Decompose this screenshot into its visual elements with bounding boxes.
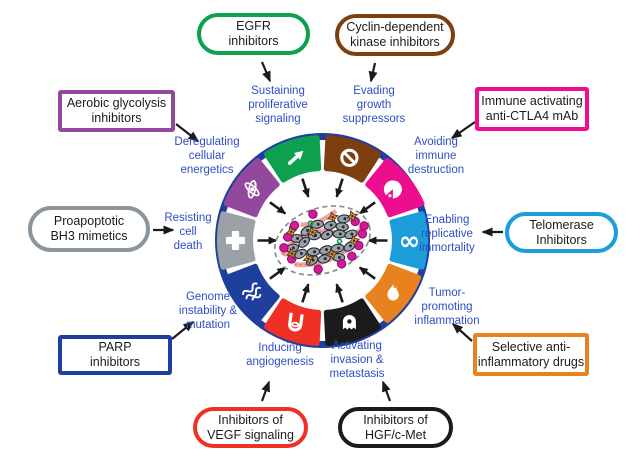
therapy-box-selective-anti-inflammatory-drugs: Selective anti- inflammatory drugs xyxy=(473,333,589,376)
segment-activating-invasion-metastasis xyxy=(323,298,382,346)
hallmark-label-deregulating-cellular-energetics: Deregulating cellular energetics xyxy=(174,136,240,176)
hallmark-label-avoiding-immune-destruction: Avoiding immune destruction xyxy=(407,136,465,176)
segment-inducing-angiogenesis xyxy=(263,298,322,346)
green-cell xyxy=(336,238,343,245)
therapy-box-immune-activating-anti-ctla4-mab: Immune activating anti-CTLA4 mAb xyxy=(475,87,589,131)
therapy-box-parp-inhibitors: PARP inhibitors xyxy=(58,335,172,375)
arrow-egfr-to-sustaining xyxy=(260,61,272,83)
immune-cell-icon xyxy=(383,180,402,199)
therapy-label: Proapoptotic BH3 mimetics xyxy=(50,214,128,243)
arrow-hgf-to-activating xyxy=(381,380,392,402)
therapy-box-telomerase-inhibitors: Telomerase Inhibitors xyxy=(505,212,618,253)
prohibition-icon xyxy=(340,148,359,167)
hallmark-label-activating-invasion-metastasis: Activating invasion & metastasis xyxy=(329,340,385,380)
hallmark-label-tumor-promoting-inflammation: Tumor- promoting inflammation xyxy=(414,287,480,327)
flame-icon xyxy=(387,284,399,301)
segment-deregulating-cellular-energetics xyxy=(223,158,280,218)
hallmark-label-evading-growth-suppressors: Evading growth suppressors xyxy=(342,85,406,125)
tumor-illustration xyxy=(273,205,372,276)
therapy-label: Immune activating anti-CTLA4 mAb xyxy=(481,94,583,123)
therapy-label: Inhibitors of HGF/c-Met xyxy=(363,412,428,442)
inward-arrows xyxy=(257,178,388,303)
hallmark-label-enabling-replicative-immortality: Enabling replicative immortality xyxy=(419,214,475,254)
segment-resisting-cell-death xyxy=(217,211,256,270)
hallmark-label-resisting-cell-death: Resisting cell death xyxy=(164,212,212,252)
hallmark-label-inducing-angiogenesis: Inducing angiogenesis xyxy=(246,342,314,368)
therapy-label: Inhibitors of VEGF signaling xyxy=(207,412,294,442)
arrow-cdk-to-evading xyxy=(368,62,378,83)
blood-vessel-icon xyxy=(288,312,304,332)
therapy-label: Cyclin-dependent kinase inhibitors xyxy=(346,20,444,49)
therapy-box-vegf-signaling-inhibitors: Inhibitors of VEGF signaling xyxy=(193,407,308,448)
therapy-label: Telomerase Inhibitors xyxy=(529,217,594,247)
therapy-box-proapoptotic-bh3-mimetics: Proapoptotic BH3 mimetics xyxy=(28,206,150,252)
segment-evading-growth-suppressors xyxy=(323,135,382,183)
dna-icon xyxy=(242,282,262,301)
arrow-antiinflammatory-to-tumor-promoting xyxy=(451,322,473,342)
segment-enabling-replicative-immortality: ∞ xyxy=(389,211,428,270)
plus-icon xyxy=(226,231,245,250)
therapy-label: EGFR inhibitors xyxy=(228,19,279,48)
therapy-label: PARP inhibitors xyxy=(89,340,141,369)
arrow-immune-to-avoiding xyxy=(450,121,476,139)
arrow-aerobic-to-deregulating xyxy=(175,123,200,142)
connector-arrows xyxy=(153,61,503,402)
therapy-label: Selective anti- inflammatory drugs xyxy=(477,339,585,369)
therapy-box-cdk-inhibitors: Cyclin-dependent kinase inhibitors xyxy=(335,14,455,56)
infinity-icon: ∞ xyxy=(399,227,421,257)
therapy-box-egfr-inhibitors: EGFR inhibitors xyxy=(197,13,310,55)
therapy-label: Aerobic glycolysis inhibitors xyxy=(66,96,167,125)
segment-genome-instability-mutation xyxy=(223,263,280,323)
therapy-box-hgf-cmet-inhibitors: Inhibitors of HGF/c-Met xyxy=(338,407,453,448)
arrow-up-right-icon xyxy=(287,150,304,165)
invasive-cell-icon xyxy=(342,315,356,330)
hallmark-label-genome-instability-mutation: Genome instability & mutation xyxy=(178,291,238,331)
segment-tumor-promoting-inflammation xyxy=(365,263,422,323)
green-cell xyxy=(307,220,314,227)
segment-avoiding-immune-destruction xyxy=(365,158,425,218)
hallmark-label-sustaining-proliferative-signaling: Sustaining proliferative signaling xyxy=(248,85,308,125)
arrow-parp-to-genome xyxy=(171,321,195,340)
arrow-vegf-to-inducing xyxy=(260,380,271,402)
atom-icon xyxy=(244,180,260,199)
segment-sustaining-proliferative-signaling xyxy=(263,135,322,183)
hallmark-ring: ∞ xyxy=(217,135,428,346)
therapy-box-aerobic-glycolysis-inhibitors: Aerobic glycolysis inhibitors xyxy=(58,90,175,132)
